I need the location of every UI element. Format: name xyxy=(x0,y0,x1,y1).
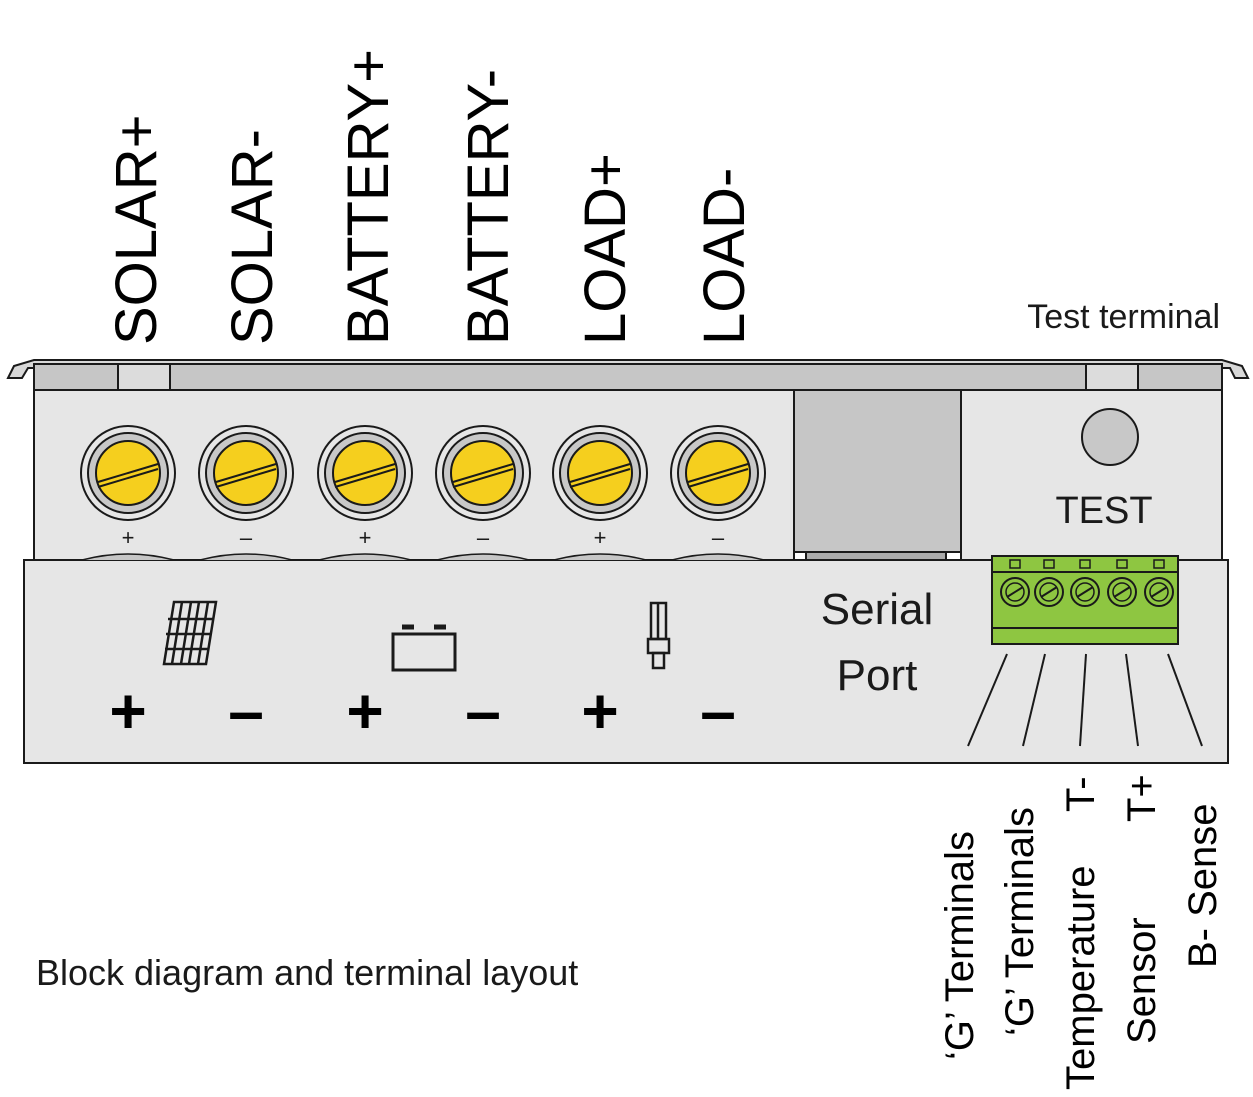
top-labels: SOLAR+ SOLAR- BATTERY+ BATTERY- LOAD+ LOAD- xyxy=(104,49,757,345)
leader-line xyxy=(1125,653,1139,747)
bottom-polarity-sign: + xyxy=(109,675,146,747)
leader-line xyxy=(1167,653,1203,747)
serial-port-label-line2: Port xyxy=(837,651,918,700)
terminal-polarity-mark: + xyxy=(359,525,372,550)
screw-terminal[interactable] xyxy=(317,425,413,521)
test-button[interactable] xyxy=(1081,408,1139,466)
lamp-icon xyxy=(646,601,671,670)
terminal-polarity-mark: + xyxy=(594,525,607,550)
signal-terminal-label: T- xyxy=(1059,776,1103,812)
terminal-polarity-mark: + xyxy=(122,525,135,550)
top-label: SOLAR+ xyxy=(104,115,169,346)
test-terminal-caption: Test terminal xyxy=(1027,298,1220,336)
signal-terminal-label: Sensor xyxy=(1120,917,1164,1044)
signal-terminal-label: ‘G’ Terminals xyxy=(998,807,1042,1036)
signal-screw[interactable] xyxy=(1000,559,1030,607)
bottom-polarity-signs: + – + – + – xyxy=(109,675,735,747)
signal-terminal-labels: ‘G’ Terminals ‘G’ Terminals Temperature T- S… xyxy=(938,653,1225,1090)
terminal-ridge xyxy=(199,553,293,561)
bottom-polarity-sign: + xyxy=(346,675,383,747)
screw-terminals: + – + – + – xyxy=(80,425,766,561)
screw-terminal[interactable] xyxy=(435,425,531,521)
signal-terminal-label: ‘G’ Terminals xyxy=(938,831,982,1060)
top-label: LOAD+ xyxy=(573,153,638,345)
leader-line xyxy=(1022,653,1046,747)
top-label: BATTERY+ xyxy=(336,49,401,345)
signal-screw[interactable] xyxy=(1070,559,1100,607)
screw-terminal[interactable] xyxy=(80,425,176,521)
top-label: LOAD- xyxy=(692,168,757,345)
bottom-polarity-sign: – xyxy=(465,675,501,747)
battery-icon xyxy=(391,624,457,672)
bottom-polarity-sign: – xyxy=(228,675,264,747)
bottom-polarity-sign: + xyxy=(581,675,618,747)
screw-terminal[interactable] xyxy=(552,425,648,521)
terminal-ridge xyxy=(436,553,530,561)
signal-screw[interactable] xyxy=(1034,559,1064,607)
terminal-polarity-mark: – xyxy=(240,525,253,550)
housing-top-rail xyxy=(6,359,1250,391)
leader-line xyxy=(967,653,1008,747)
serial-port-label-line1: Serial xyxy=(821,585,934,634)
signal-screw[interactable] xyxy=(1107,559,1137,607)
terminal-polarity-mark: – xyxy=(477,525,490,550)
screw-terminal[interactable] xyxy=(198,425,294,521)
terminal-ridge xyxy=(318,553,412,561)
terminal-polarity-mark: – xyxy=(712,525,725,550)
signal-terminal-block xyxy=(991,555,1179,645)
signal-terminal-label: B- Sense xyxy=(1181,803,1225,968)
terminal-ridge xyxy=(671,553,765,561)
top-label: SOLAR- xyxy=(220,129,285,345)
bottom-polarity-sign: – xyxy=(700,675,736,747)
signal-terminal-label: Temperature xyxy=(1059,865,1103,1090)
terminal-ridge xyxy=(81,553,175,561)
signal-terminal-label: T+ xyxy=(1120,774,1164,822)
signal-screw[interactable] xyxy=(1144,559,1174,607)
top-label: BATTERY- xyxy=(456,69,521,345)
test-button-label: TEST xyxy=(1055,490,1152,532)
solar-panel-icon xyxy=(162,600,218,666)
leader-line xyxy=(1079,653,1087,747)
diagram-caption: Block diagram and terminal layout xyxy=(36,952,578,993)
serial-port-housing xyxy=(793,389,962,553)
screw-terminal[interactable] xyxy=(670,425,766,521)
terminal-ridge xyxy=(553,553,647,561)
